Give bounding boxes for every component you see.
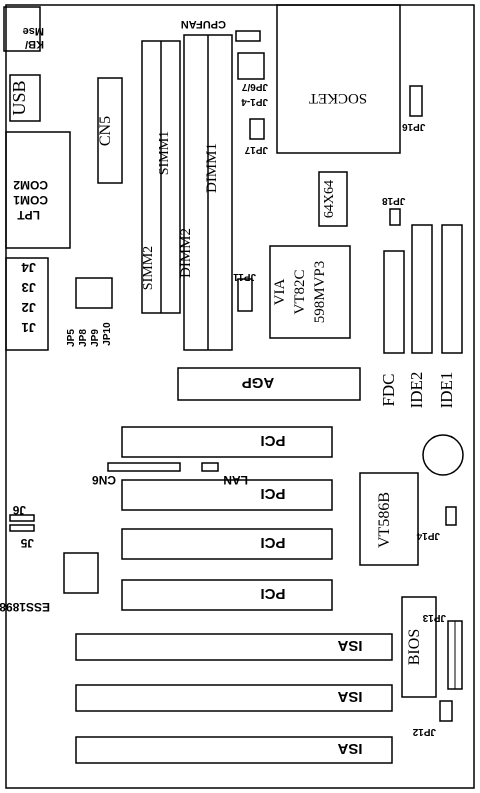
jp11-jumper <box>237 278 253 312</box>
com1-label: COM1 <box>13 193 48 207</box>
pci-slot-1 <box>121 426 333 458</box>
kb-mse-label-1: KB/ <box>25 38 44 50</box>
jp14b-label: JP14 <box>416 530 440 541</box>
cpufan-header <box>235 30 261 42</box>
usb-label: USB <box>9 80 29 115</box>
ess1898-chip <box>63 552 99 594</box>
jp67-label: JP6/7 <box>241 81 268 92</box>
via-label-2: VT82C <box>292 270 308 315</box>
pci-slot-2 <box>121 479 333 511</box>
cn5-connector <box>97 77 123 184</box>
lan-label: LAN <box>223 473 248 487</box>
cn5-label: CN5 <box>97 116 114 146</box>
j1-j4-connector <box>5 257 49 351</box>
ide2-connector <box>411 224 433 354</box>
j6-label: J6 <box>12 503 26 517</box>
ide1-connector <box>441 224 463 354</box>
cn6-label: CN6 <box>92 473 116 487</box>
dimm2-label: DIMM2 <box>178 228 194 278</box>
isa-label-1: ISA <box>337 637 362 654</box>
ess-label: ESS1898 <box>0 600 50 614</box>
jp10-label: JP10 <box>102 322 113 346</box>
kb-mse-label-2: Mse <box>23 25 44 37</box>
via-label-1: VIA <box>272 279 288 306</box>
lan-connector <box>201 462 219 472</box>
chip-64x64 <box>318 171 348 227</box>
battery <box>422 434 464 476</box>
jp11-label: JP11 <box>233 271 256 282</box>
j3-label: J3 <box>22 280 36 295</box>
pci-label-2: PCI <box>260 485 285 502</box>
pci-label-1: PCI <box>260 432 285 449</box>
jp9-label: JP9 <box>90 329 101 347</box>
isa-label-2: ISA <box>337 688 362 705</box>
pci-slot-3 <box>121 528 333 560</box>
isa-slot-3 <box>75 736 393 764</box>
usb-connector <box>9 74 41 122</box>
vt586b-chip <box>359 472 419 566</box>
via-chipset <box>269 245 351 339</box>
lpt-label: LPT <box>17 208 40 222</box>
j4-label: J4 <box>21 260 36 275</box>
jp5-10-jumpers <box>75 277 113 309</box>
agp-label: AGP <box>242 374 275 391</box>
chip-64x64-label: 64X64 <box>322 180 337 218</box>
simm1-label: SIMM1 <box>157 131 172 175</box>
com2-label: COM2 <box>13 178 48 192</box>
jp14-jumper <box>445 506 457 526</box>
cpu-socket <box>276 4 401 154</box>
isa-label-3: ISA <box>337 740 362 757</box>
j5-header <box>9 514 35 522</box>
cn6-connector <box>107 462 181 472</box>
jp16-jumper <box>409 85 423 117</box>
isa-slot-2 <box>75 684 393 712</box>
dimm1-label: DIMM1 <box>204 143 220 193</box>
jp16-label: JP16 <box>402 121 426 132</box>
pci-slot-4 <box>121 579 333 611</box>
jp67-jumper <box>237 52 265 80</box>
jp18-label: JP18 <box>382 195 406 206</box>
ide2-label: IDE2 <box>407 372 426 409</box>
bios-chip <box>401 596 437 698</box>
pci-label-3: PCI <box>260 534 285 551</box>
vt586b-label: VT586B <box>376 492 393 548</box>
ide1-label: IDE1 <box>437 372 456 409</box>
jp12-jumper <box>439 700 453 722</box>
kb-mse-connector <box>3 6 41 52</box>
bios-label: BIOS <box>406 629 423 665</box>
jp8-label: JP8 <box>78 329 89 347</box>
cpufan-label: CPUFAN <box>181 18 226 30</box>
isa-slot-1 <box>75 633 393 661</box>
jp13-label: JP13 <box>422 612 446 623</box>
simm2-label: SIMM2 <box>141 246 156 290</box>
pci-label-4: PCI <box>260 585 285 602</box>
j6-header <box>9 524 35 532</box>
jp5-label: JP5 <box>66 329 77 347</box>
jp12-label: JP12 <box>412 726 436 737</box>
fdc-connector <box>383 250 405 354</box>
jp14-label: JP1-4 <box>241 96 268 107</box>
agp-slot <box>177 367 361 401</box>
lpt-com-connector <box>5 131 71 249</box>
j1-label: J1 <box>22 320 36 335</box>
via-label-3: 598MVP3 <box>312 261 328 324</box>
jp18-jumper <box>389 208 401 226</box>
fdc-label: FDC <box>379 373 398 406</box>
socket-label: SOCKET <box>309 90 367 106</box>
jp17-jumper <box>249 118 265 140</box>
j2-label: J2 <box>22 300 36 315</box>
board-outline <box>5 4 475 789</box>
jp17-label: JP17 <box>244 144 268 155</box>
j5-label: J5 <box>20 536 34 550</box>
